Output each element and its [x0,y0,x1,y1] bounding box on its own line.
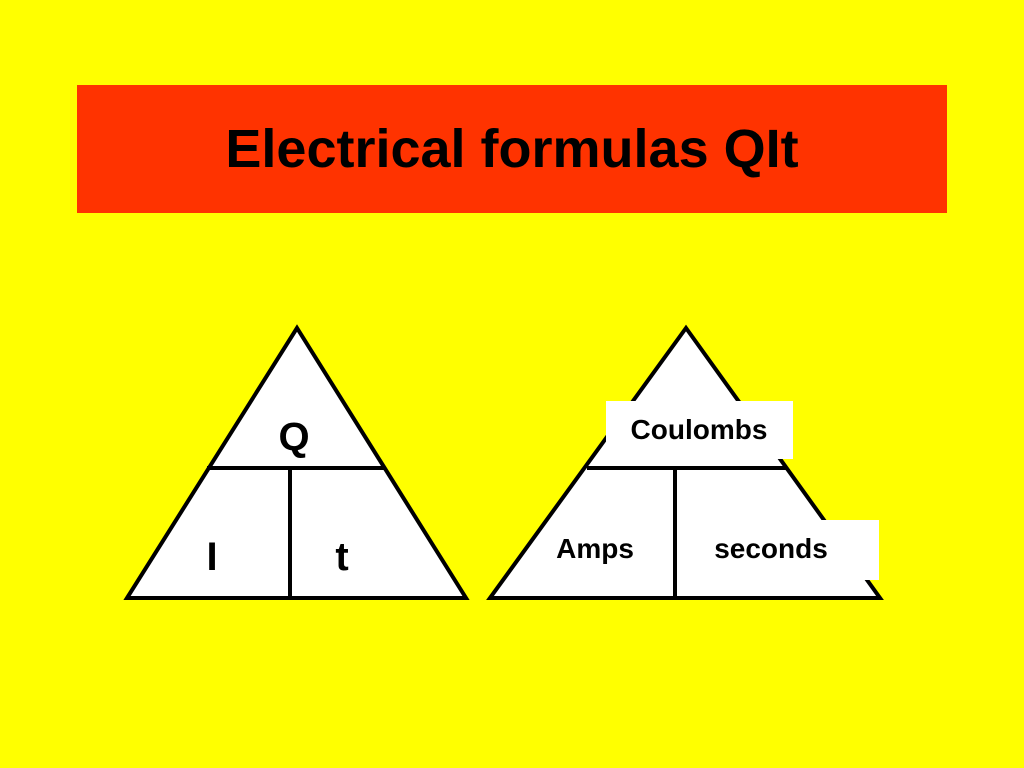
unit-seconds: seconds [714,533,828,564]
symbol-triangle-outline [123,324,470,600]
symbol-t: t [335,535,348,579]
symbol-q: Q [278,415,309,459]
symbol-i: I [206,535,217,579]
coulombs-label-box [606,401,793,459]
unit-triangle: Coulombs Amps seconds [486,324,884,600]
unit-coulombs: Coulombs [631,414,768,445]
slide-title: Electrical formulas QIt [225,119,799,179]
unit-amps: Amps [556,533,634,564]
symbol-triangle: Q I t [123,324,470,600]
title-banner: Electrical formulas QIt [77,85,947,213]
seconds-label-box [690,520,879,580]
